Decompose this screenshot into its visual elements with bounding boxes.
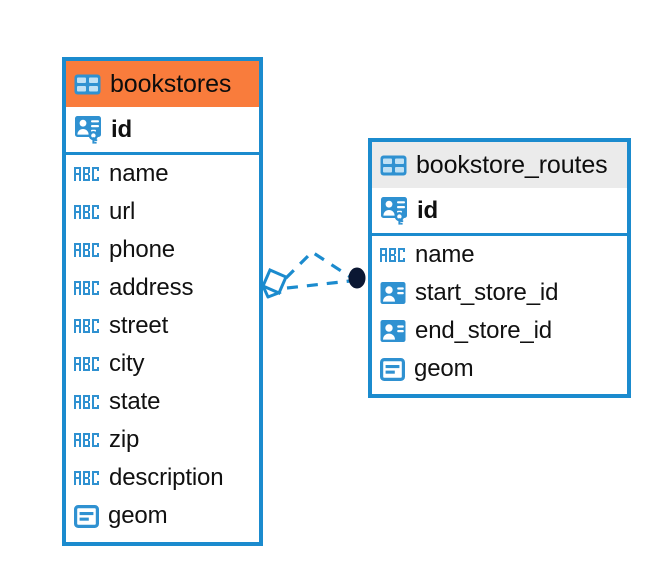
column-label: geom: [108, 502, 168, 529]
abc-text-icon: [74, 319, 99, 333]
table-row[interactable]: geom: [372, 350, 627, 388]
foreign-key-icon: [380, 282, 406, 304]
abc-text-icon: [74, 471, 99, 485]
abc-text-icon: [74, 357, 99, 371]
entity-header-bookstore-routes[interactable]: bookstore_routes: [372, 142, 627, 188]
abc-text-icon: [380, 248, 405, 262]
abc-text-icon: [74, 395, 99, 409]
table-row[interactable]: url: [66, 193, 259, 231]
column-list: name start_store_id: [372, 236, 627, 388]
column-label: name: [415, 241, 475, 268]
column-label: phone: [109, 236, 175, 263]
column-label: street: [109, 312, 169, 339]
rhombus-marker: [261, 268, 288, 299]
column-label: name: [109, 160, 169, 187]
primary-key-icon: [381, 196, 407, 225]
column-label: city: [109, 350, 145, 377]
table-row[interactable]: state: [66, 383, 259, 421]
column-label: zip: [109, 426, 140, 453]
abc-text-icon: [74, 205, 99, 219]
table-row[interactable]: phone: [66, 231, 259, 269]
foreign-key-icon: [380, 320, 406, 342]
primary-key-section: id: [66, 107, 259, 155]
column-label: geom: [414, 355, 474, 382]
geometry-icon: [380, 357, 405, 381]
column-label: start_store_id: [415, 279, 559, 306]
table-grid-icon: [380, 155, 407, 175]
filled-circle-marker: [348, 267, 366, 289]
entity-header-bookstores[interactable]: bookstores: [66, 61, 259, 107]
column-label: state: [109, 388, 161, 415]
table-row[interactable]: street: [66, 307, 259, 345]
column-label: id: [417, 196, 439, 224]
table-row[interactable]: address: [66, 269, 259, 307]
abc-text-icon: [74, 243, 99, 257]
table-row[interactable]: start_store_id: [372, 274, 627, 312]
entity-bookstore-routes[interactable]: bookstore_routes id: [368, 138, 631, 398]
table-row[interactable]: description: [66, 459, 259, 497]
column-label: description: [109, 464, 224, 491]
abc-text-icon: [74, 433, 99, 447]
column-list: name url: [66, 155, 259, 535]
column-label: id: [111, 115, 133, 143]
table-row[interactable]: geom: [66, 497, 259, 535]
table-row-pk[interactable]: id: [66, 107, 259, 152]
geometry-icon: [74, 504, 99, 528]
table-row[interactable]: name: [66, 155, 259, 193]
table-row[interactable]: end_store_id: [372, 312, 627, 350]
entity-bookstores[interactable]: bookstores id: [62, 57, 263, 546]
abc-text-icon: [74, 167, 99, 181]
column-label: url: [109, 198, 136, 225]
relationship-line-upper: [284, 249, 353, 280]
table-row[interactable]: zip: [66, 421, 259, 459]
table-grid-icon: [74, 74, 101, 94]
entity-title: bookstores: [110, 69, 232, 98]
table-row-pk[interactable]: id: [372, 188, 627, 233]
column-label: address: [109, 274, 194, 301]
relationship-line-lower: [286, 279, 351, 290]
table-row[interactable]: city: [66, 345, 259, 383]
primary-key-icon: [75, 115, 101, 144]
table-row[interactable]: name: [372, 236, 627, 274]
primary-key-section: id: [372, 188, 627, 236]
abc-text-icon: [74, 281, 99, 295]
column-label: end_store_id: [415, 317, 552, 344]
entity-title: bookstore_routes: [416, 150, 608, 179]
